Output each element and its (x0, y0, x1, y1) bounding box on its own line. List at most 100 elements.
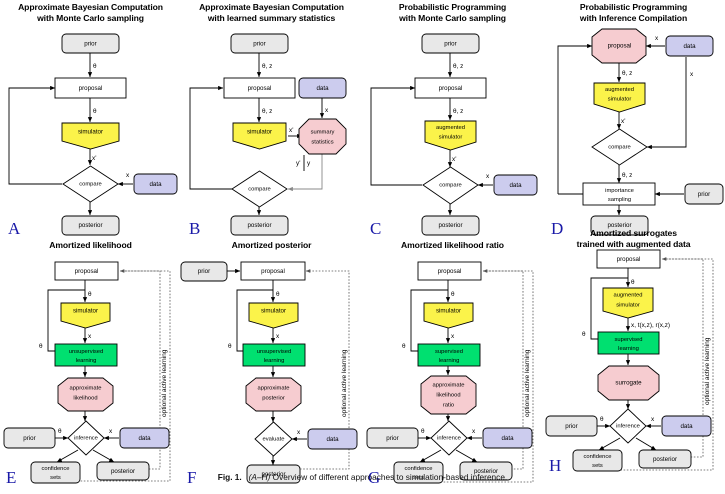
node-posterior[interactable] (96, 461, 150, 481)
edge-label-x-1: x (655, 35, 659, 42)
node-data[interactable] (665, 35, 714, 57)
node-learning[interactable] (242, 343, 306, 367)
node-augmented-simulator[interactable] (593, 82, 646, 113)
node-learning[interactable] (54, 343, 118, 367)
node-compare[interactable] (422, 166, 479, 205)
edge-label-xprime: x' (289, 127, 293, 134)
edge-label-thetaz-1: θ, z (262, 63, 272, 70)
node-approx-label2: likelihood (73, 396, 97, 402)
node-prior-label: prior (84, 41, 96, 48)
edge-label-x: x (126, 172, 130, 179)
node-posterior-label: posterior (474, 468, 498, 475)
node-proposal[interactable] (596, 249, 661, 269)
node-augmented-simulator[interactable] (602, 287, 654, 319)
node-prior[interactable] (3, 427, 56, 449)
panel-E-title-line1: Amortized likelihood (49, 240, 132, 250)
edge-label-y: y (307, 160, 311, 167)
node-prior[interactable] (545, 415, 598, 437)
node-learning[interactable] (597, 331, 660, 355)
panel-G-title: Amortized likelihood ratio (362, 240, 543, 262)
edge-label-x: x (88, 333, 92, 340)
node-prior[interactable] (180, 261, 228, 282)
panel-F-title: Amortized posterior (181, 240, 362, 262)
node-learning-label1: supervised (614, 337, 642, 343)
node-simulator-label: simulator (261, 308, 286, 315)
node-approximate-likelihood[interactable] (57, 377, 114, 412)
node-surrogate[interactable] (597, 365, 660, 401)
node-simulator[interactable] (60, 302, 111, 329)
node-evaluate[interactable] (254, 421, 293, 457)
node-augmented-simulator-label2: simulator (616, 303, 640, 309)
node-proposal[interactable] (54, 77, 127, 99)
node-data[interactable] (119, 427, 170, 449)
edge-label-theta-2: θ (228, 343, 232, 350)
caption-text: Overview of different approaches to simu… (272, 472, 508, 482)
node-compare[interactable] (231, 170, 288, 208)
node-confidence-sets[interactable] (572, 449, 623, 472)
node-approx-label2: likelihood (436, 393, 460, 399)
panel-D-title: Probabilistic Programming with Inference… (543, 2, 724, 24)
node-data[interactable] (298, 77, 347, 99)
node-summary-statistics[interactable] (298, 118, 347, 155)
node-prior[interactable] (684, 183, 724, 205)
node-prior[interactable] (366, 427, 419, 449)
node-summary-statistics-label2: statistics (311, 140, 333, 146)
node-posterior[interactable] (61, 215, 120, 236)
node-confidence-sets[interactable] (30, 461, 81, 484)
panel-B-title-line2: with learned summary statistics (207, 12, 336, 23)
node-simulator[interactable] (423, 302, 474, 329)
node-learning-label2: learning (439, 358, 460, 364)
node-learning[interactable] (417, 343, 481, 367)
panel-letter-C: C (370, 219, 381, 238)
label-optional-active-learning: optional active learning (704, 337, 711, 405)
node-inference[interactable] (430, 420, 468, 456)
edge-label-thetaz-2: θ, z (453, 108, 463, 115)
node-posterior-label: posterior (78, 222, 102, 229)
node-approximate-likelihood-ratio[interactable] (420, 375, 477, 415)
node-posterior[interactable] (590, 215, 649, 236)
node-simulator[interactable] (61, 122, 120, 150)
node-proposal[interactable] (417, 261, 482, 281)
node-data[interactable] (661, 415, 712, 437)
edge-feedback-loop (370, 85, 422, 186)
node-prior[interactable] (421, 33, 480, 54)
node-confidence-sets[interactable] (393, 461, 444, 484)
node-inference[interactable] (609, 408, 647, 444)
node-augmented-simulator[interactable] (424, 120, 477, 151)
node-proposal[interactable] (240, 261, 306, 281)
node-prior[interactable] (230, 33, 289, 54)
node-simulator[interactable] (232, 122, 287, 150)
node-prior[interactable] (61, 33, 120, 54)
node-proposal[interactable] (223, 77, 296, 99)
node-data[interactable] (493, 174, 538, 196)
edge-label-theta-3: θ (58, 428, 62, 435)
node-inference[interactable] (67, 420, 105, 456)
node-importance-sampling[interactable] (582, 182, 656, 206)
edge-label-thetaz-1: θ, z (453, 63, 463, 70)
node-posterior[interactable] (230, 215, 289, 236)
node-posterior[interactable] (246, 464, 301, 484)
node-approximate-posterior[interactable] (245, 377, 302, 412)
node-prior-label: prior (444, 41, 456, 48)
node-compare[interactable] (591, 128, 648, 166)
node-proposal[interactable] (54, 261, 119, 281)
edge-label-x: x (451, 333, 455, 340)
node-simulator[interactable] (248, 302, 299, 329)
node-proposal-label: proposal (75, 268, 99, 275)
edge-label-theta-2: θ (93, 108, 97, 115)
node-proposal[interactable] (591, 28, 647, 64)
node-data[interactable] (482, 427, 533, 449)
node-proposal[interactable] (414, 77, 487, 99)
edge-label-x-2: x (109, 428, 113, 435)
node-data[interactable] (133, 173, 178, 195)
node-posterior[interactable] (638, 449, 692, 469)
edge-label-thetaz-1: θ, z (622, 70, 632, 77)
panel-H: Amortized surrogates trained with augmen… (543, 228, 724, 475)
node-learning-label2: learning (618, 346, 639, 352)
node-posterior[interactable] (421, 215, 480, 236)
node-proposal-label: proposal (439, 85, 463, 92)
node-data[interactable] (307, 428, 358, 450)
node-posterior[interactable] (459, 461, 513, 481)
edge-label-xprime: x' (92, 155, 96, 162)
node-compare[interactable] (62, 165, 119, 203)
